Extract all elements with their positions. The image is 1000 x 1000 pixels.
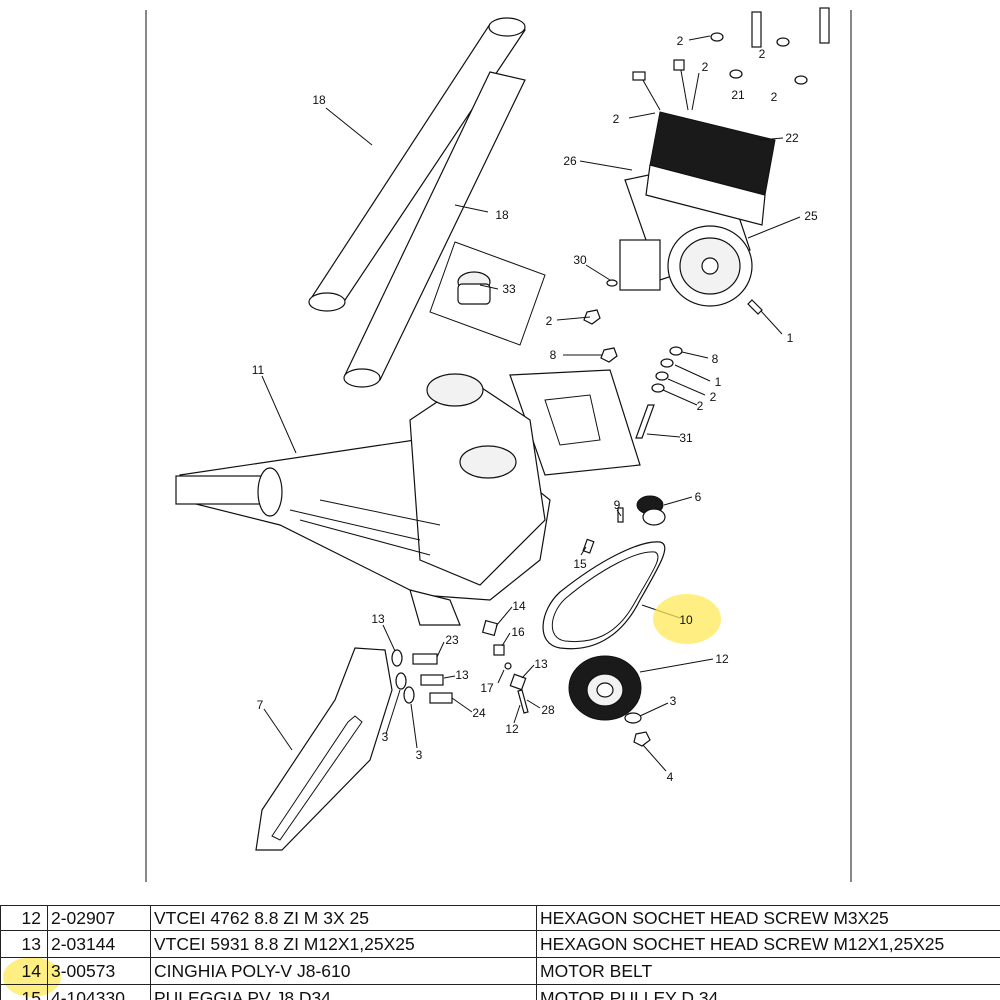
callout-label: 13 [455,668,469,682]
cap-part-box [429,241,546,346]
part-code: 2-03144 [47,930,151,958]
part-desc-it: VTCEI 4762 8.8 ZI M 3X 25 [150,905,537,931]
callout-label: 4 [667,770,674,784]
callout-label: 9 [614,498,621,512]
callout-label: 18 [312,93,326,107]
callout-label: 8 [712,352,719,366]
part-desc-en: HEXAGON SOCHET HEAD SCREW M12X1,25X25 [536,930,1000,958]
table-row: 13 2-03144 VTCEI 5931 8.8 ZI M12X1,25X25… [0,930,1000,958]
callout-label: 22 [785,131,799,145]
callout-label: 1 [715,375,722,389]
main-housing [175,373,551,626]
part-desc-it: CINGHIA POLY-V J8-610 [150,957,537,985]
callout-label: 12 [505,722,519,736]
callout-label: 11 [252,363,265,377]
highlight-marker [653,594,721,644]
callout-label: 25 [804,209,818,223]
part-desc-en: MOTOR BELT [536,957,1000,985]
callout-label: 16 [511,625,525,639]
callout-label: 6 [695,490,702,504]
callout-label: 2 [710,390,717,404]
callout-label: 23 [445,633,459,647]
tube-part [308,17,527,312]
part-desc-en: MOTOR PULLEY D 34 [536,984,1000,1000]
callout-label: 12 [715,652,729,666]
callout-label: 15 [573,557,587,571]
callout-label: 2 [697,399,704,413]
parts-list-table: 12 2-02907 VTCEI 4762 8.8 ZI M 3X 25 HEX… [0,905,1000,1000]
callout-label: 3 [382,730,389,744]
callout-label: 26 [563,154,577,168]
callout-label: 18 [495,208,509,222]
part-number: 15 [0,984,48,1000]
callout-label: 3 [416,748,423,762]
table-row: 12 2-02907 VTCEI 4762 8.8 ZI M 3X 25 HEX… [0,905,1000,931]
callout-label: 7 [257,698,264,712]
part-desc-it: VTCEI 5931 8.8 ZI M12X1,25X25 [150,930,537,958]
part-desc-it: PULEGGIA PV J8 D34 [150,984,537,1000]
screw-washer-group [391,649,453,704]
callout-label: 13 [371,612,385,626]
part-number: 14 [0,957,48,985]
callout-label: 28 [541,703,555,717]
callout-label: 2 [546,314,553,328]
callout-label: 31 [679,431,693,445]
callout-label: 2 [759,47,766,61]
callout-label: 3 [670,694,677,708]
callout-label: 2 [613,112,620,126]
motor-pulley [636,495,666,526]
screw-washer-set [606,7,830,315]
part-desc-en: HEXAGON SOCHET HEAD SCREW M3X25 [536,905,1000,931]
table-row: 15 4-104330 PULEGGIA PV J8 D34 MOTOR PUL… [0,984,1000,1000]
callout-label: 2 [771,90,778,104]
table-row: 14 3-00573 CINGHIA POLY-V J8-610 MOTOR B… [0,957,1000,985]
callout-label: 30 [573,253,587,267]
lever-arm [255,647,393,851]
callout-label: 8 [550,348,557,362]
part-code: 2-02907 [47,905,151,931]
callout-label: 17 [480,681,494,695]
callout-label: 13 [534,657,548,671]
tube-part [343,71,526,388]
part-code: 3-00573 [47,957,151,985]
part-code: 4-104330 [47,984,151,1000]
callout-label: 10 [679,613,693,627]
callout-label: 2 [702,60,709,74]
callout-label: 21 [731,88,745,102]
callout-label: 33 [502,282,516,296]
part-number: 12 [0,905,48,931]
callout-label: 14 [512,599,526,613]
drive-pulley [568,655,642,721]
motor-part [619,59,776,307]
part-number: 13 [0,930,48,958]
callout-label: 2 [677,34,684,48]
washer-stack [635,346,683,439]
callout-label: 24 [472,706,486,720]
motor-belt [542,541,666,650]
callout-label: 1 [787,331,794,345]
